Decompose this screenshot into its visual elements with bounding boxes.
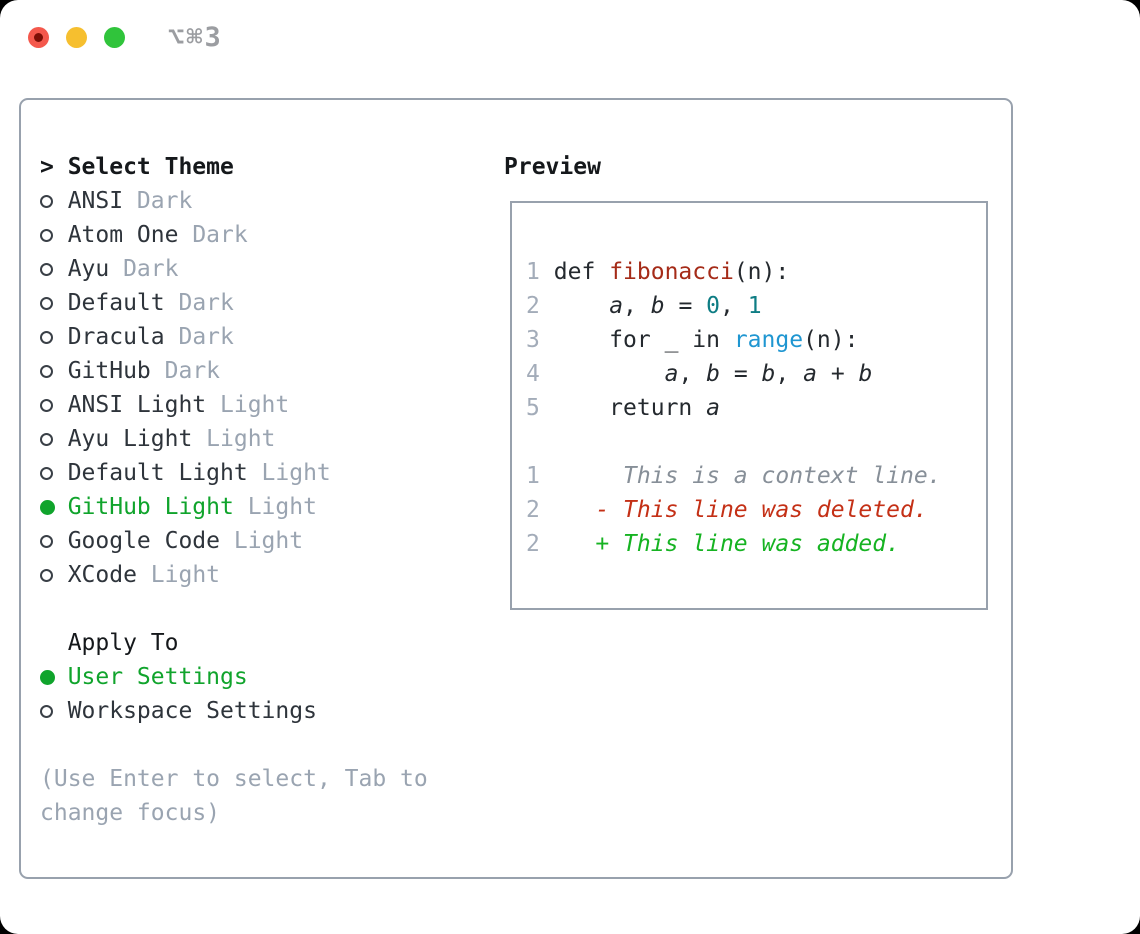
option-label: Google Code [67, 528, 221, 554]
keyboard-hint: (Use Enter to select, Tab to change focu… [40, 766, 428, 826]
variant-tag: Dark [178, 290, 234, 316]
radio-selected-icon [40, 669, 68, 685]
option-label: GitHub [67, 358, 151, 384]
variant-tag: Light [150, 562, 221, 588]
apply-to-header: Apply To [40, 626, 317, 660]
variant-tag: Light [247, 494, 317, 520]
option-label: Workspace Settings [67, 698, 317, 724]
theme-item-ayu-light[interactable]: Ayu Light Light [40, 422, 331, 456]
line-number: 1 [526, 463, 540, 489]
variant-tag: Light [206, 426, 276, 452]
option-label: User Settings [67, 664, 248, 690]
code-line: 2 a, b = 0, 1 [526, 293, 762, 319]
variant-tag: Light [261, 460, 331, 486]
radio-unselected-icon [40, 398, 68, 412]
theme-item-default[interactable]: Default Dark [40, 286, 331, 320]
theme-item-ayu[interactable]: Ayu Dark [40, 252, 331, 286]
code-line: 5 return a [526, 395, 720, 421]
radio-unselected-icon [40, 704, 68, 718]
apply-to-title: Apply To [67, 630, 179, 656]
code-line: 2 + This line was added. [526, 531, 900, 557]
radio-unselected-icon [40, 296, 68, 310]
radio-unselected-icon [40, 568, 68, 582]
prompt-caret-icon: > [40, 154, 54, 180]
window-title: ⌥⌘3 [168, 22, 223, 53]
preview-title: Preview [504, 154, 601, 180]
option-label: Atom One [67, 222, 179, 248]
radio-unselected-icon [40, 228, 68, 242]
radio-selected-icon [40, 499, 68, 515]
close-button[interactable] [28, 27, 49, 48]
line-number: 1 [526, 259, 540, 285]
option-label: ANSI Light [67, 392, 207, 418]
variant-tag: Dark [192, 222, 248, 248]
radio-unselected-icon [40, 432, 68, 446]
code-line: 4 a, b = b, a + b [526, 361, 873, 387]
theme-item-xcode[interactable]: XCode Light [40, 558, 331, 592]
theme-item-dracula[interactable]: Dracula Dark [40, 320, 331, 354]
theme-item-github-light[interactable]: GitHub Light Light [40, 490, 331, 524]
option-label: XCode [67, 562, 137, 588]
option-label: Dracula [67, 324, 165, 350]
radio-unselected-icon [40, 534, 68, 548]
radio-unselected-icon [40, 194, 68, 208]
variant-tag: Light [233, 528, 304, 554]
theme-menu-title: Select Theme [67, 154, 234, 180]
variant-tag: Dark [136, 188, 193, 214]
code-line: 1 This is a context line. [526, 463, 942, 489]
line-number: 2 [526, 531, 540, 557]
variant-tag: Dark [178, 324, 234, 350]
theme-item-default-light[interactable]: Default Light Light [40, 456, 331, 490]
theme-menu-header: > Select Theme [40, 150, 331, 184]
code-line [526, 425, 986, 459]
radio-unselected-icon [40, 262, 68, 276]
minimize-button[interactable] [66, 27, 87, 48]
line-number: 4 [526, 361, 540, 387]
option-label: Default Light [67, 460, 248, 486]
variant-tag: Dark [164, 358, 221, 384]
code-line: 3 for _ in range(n): [526, 327, 859, 353]
line-number: 2 [526, 293, 540, 319]
zoom-button[interactable] [104, 27, 125, 48]
apply-option-workspace-settings[interactable]: Workspace Settings [40, 694, 317, 728]
radio-unselected-icon [40, 330, 68, 344]
unsaved-dot-icon [34, 33, 43, 42]
theme-item-google-code[interactable]: Google Code Light [40, 524, 331, 558]
variant-tag: Light [220, 392, 290, 418]
theme-item-atom-one[interactable]: Atom One Dark [40, 218, 331, 252]
code-line: 2 - This line was deleted. [526, 497, 928, 523]
apply-option-user-settings[interactable]: User Settings [40, 660, 317, 694]
radio-unselected-icon [40, 466, 68, 480]
radio-unselected-icon [40, 364, 68, 378]
variant-tag: Dark [123, 256, 179, 282]
option-label: Ayu Light [67, 426, 193, 452]
line-number: 3 [526, 327, 540, 353]
option-label: ANSI [67, 188, 124, 214]
theme-item-ansi[interactable]: ANSI Dark [40, 184, 331, 218]
option-label: Default [67, 290, 165, 316]
theme-item-github[interactable]: GitHub Dark [40, 354, 331, 388]
option-label: Ayu [67, 256, 110, 282]
option-label: GitHub Light [67, 494, 234, 520]
line-number: 5 [526, 395, 540, 421]
line-number: 2 [526, 497, 540, 523]
theme-item-ansi-light[interactable]: ANSI Light Light [40, 388, 331, 422]
